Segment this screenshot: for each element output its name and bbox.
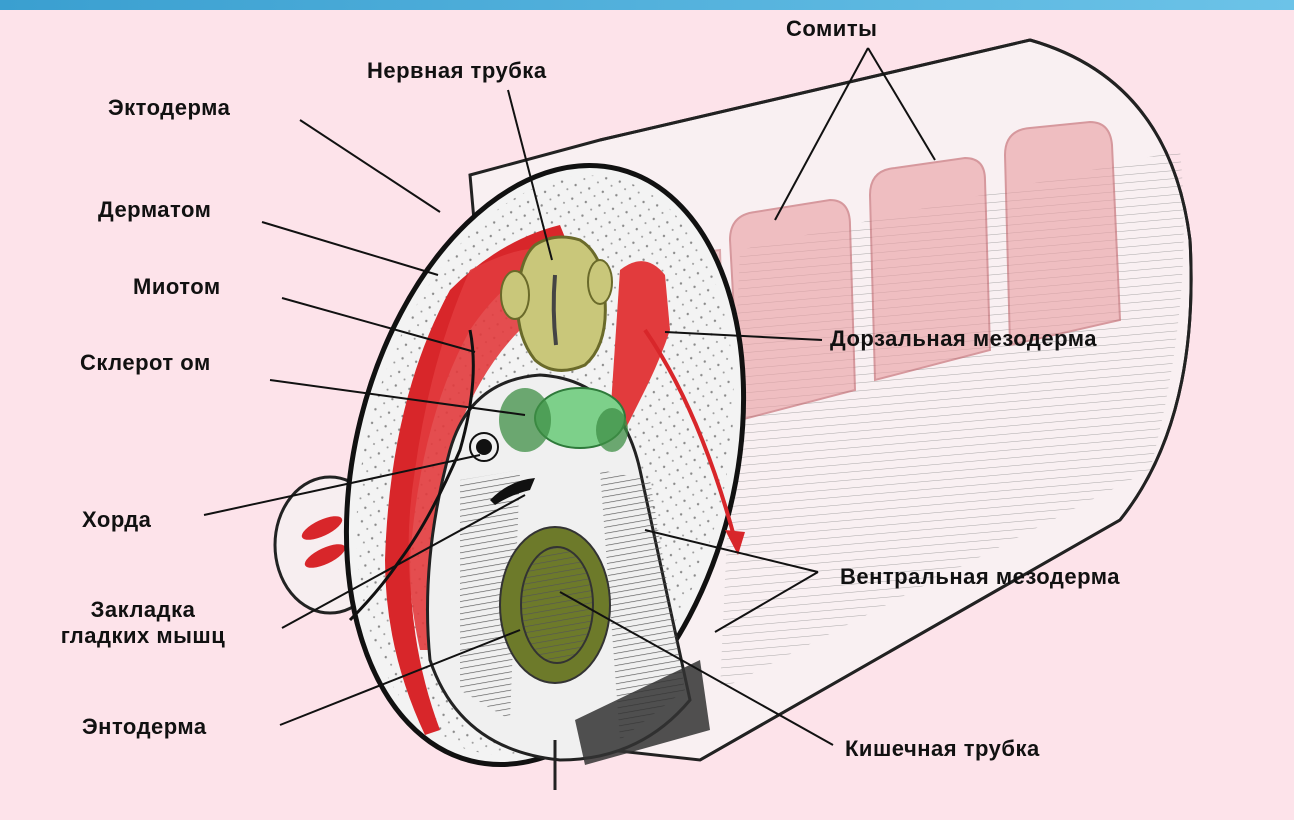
somite-block (730, 200, 855, 420)
leader-ectoderm (300, 120, 440, 212)
neural-tube-ganglion-left (501, 271, 529, 319)
top-accent-bar (0, 0, 1294, 10)
label-smooth-muscle-line2: гладких мышц (8, 623, 278, 649)
label-ventral-mesoderm: Вентральная мезодерма (840, 564, 1120, 590)
label-myotome: Миотом (133, 274, 221, 300)
label-neural-tube: Нервная трубка (367, 58, 547, 84)
leader-dermatome (262, 222, 438, 275)
label-dorsal-mesoderm: Дорзальная мезодерма (830, 326, 1097, 352)
label-sclerotome: Склерот ом (80, 350, 211, 376)
somite-block (1005, 122, 1120, 345)
neural-tube (518, 237, 606, 370)
sclerotome-cells-right (596, 408, 628, 452)
label-dermatome: Дерматом (98, 197, 211, 223)
label-gut-tube: Кишечная трубка (845, 736, 1040, 762)
neural-canal (554, 275, 556, 345)
label-somites: Сомиты (786, 16, 877, 42)
label-ectoderm: Эктодерма (108, 95, 230, 121)
neural-tube-ganglion-right (588, 260, 612, 304)
label-chorda: Хорда (82, 507, 151, 533)
notochord-dot (476, 439, 492, 455)
label-smooth-muscle: Закладка гладких мышц (8, 597, 278, 649)
sclerotome-cells-left (499, 388, 551, 452)
embryo-cross-section-figure (0, 10, 1294, 820)
label-endoderm: Энтодерма (82, 714, 207, 740)
label-smooth-muscle-line1: Закладка (8, 597, 278, 623)
